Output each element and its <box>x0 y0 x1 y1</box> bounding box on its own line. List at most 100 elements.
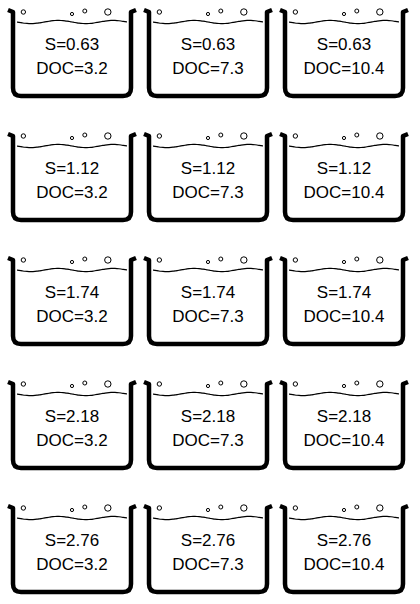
bubble <box>241 257 247 263</box>
tank-wall <box>144 134 272 220</box>
tank-wall <box>8 10 136 96</box>
water-surface <box>289 392 399 395</box>
bubble <box>157 506 161 510</box>
tank-label: S=0.63 <box>144 33 272 57</box>
tank-node: S=1.12DOC=3.2 <box>8 130 136 224</box>
tank-texts: S=1.12DOC=3.2 <box>8 157 136 205</box>
tank-texts: S=1.12DOC=10.4 <box>280 157 408 205</box>
water-surface <box>153 392 263 395</box>
tank-label: DOC=10.4 <box>280 305 408 329</box>
bubble <box>219 257 223 261</box>
bubble <box>83 505 87 509</box>
tank-wall <box>8 134 136 220</box>
tank-label: DOC=3.2 <box>8 553 136 577</box>
bubble <box>206 508 209 511</box>
water-surface <box>17 516 127 519</box>
bubble <box>105 381 111 387</box>
tank-texts: S=0.63DOC=3.2 <box>8 33 136 81</box>
tank-label: DOC=10.4 <box>280 553 408 577</box>
tank-label: DOC=7.3 <box>144 429 272 453</box>
water-surface <box>17 268 127 271</box>
bubble <box>377 257 383 263</box>
bubble <box>206 136 209 139</box>
tank-texts: S=1.74DOC=7.3 <box>144 281 272 329</box>
bubble <box>157 382 161 386</box>
tank-label: DOC=7.3 <box>144 181 272 205</box>
tank-texts: S=1.12DOC=7.3 <box>144 157 272 205</box>
tank-wall <box>8 258 136 344</box>
tank-node: S=2.76DOC=7.3 <box>144 502 272 596</box>
bubble <box>21 258 25 262</box>
bubble <box>355 505 359 509</box>
bubble <box>83 9 87 13</box>
bubble <box>377 9 383 15</box>
bubble <box>21 506 25 510</box>
bubble <box>70 508 73 511</box>
bubble <box>355 9 359 13</box>
bubble <box>293 506 297 510</box>
bubble <box>206 384 209 387</box>
tank-texts: S=1.74DOC=10.4 <box>280 281 408 329</box>
bubble <box>355 133 359 137</box>
tank-wall <box>144 258 272 344</box>
water-surface <box>153 20 263 23</box>
tank-wall <box>280 506 408 592</box>
tank-label: S=1.74 <box>280 281 408 305</box>
bubble <box>70 12 73 15</box>
tank-node: S=1.74DOC=7.3 <box>144 254 272 348</box>
tank-wall <box>280 382 408 468</box>
tank-label: S=0.63 <box>280 33 408 57</box>
bubble <box>342 260 345 263</box>
tank-texts: S=1.74DOC=3.2 <box>8 281 136 329</box>
tank-label: S=2.18 <box>144 405 272 429</box>
bubble <box>293 134 297 138</box>
bubble <box>157 258 161 262</box>
tank-node: S=2.76DOC=10.4 <box>280 502 408 596</box>
water-surface <box>289 516 399 519</box>
tank-texts: S=0.63DOC=7.3 <box>144 33 272 81</box>
tank-label: DOC=7.3 <box>144 553 272 577</box>
bubble <box>206 12 209 15</box>
tank-node: S=1.74DOC=3.2 <box>8 254 136 348</box>
tank-wall <box>8 382 136 468</box>
bubble <box>355 257 359 261</box>
bubble <box>21 134 25 138</box>
tank-node: S=1.12DOC=10.4 <box>280 130 408 224</box>
tank-label: S=2.18 <box>8 405 136 429</box>
tank-texts: S=2.76DOC=10.4 <box>280 529 408 577</box>
water-surface <box>17 392 127 395</box>
tank-label: S=1.74 <box>144 281 272 305</box>
bubble <box>219 505 223 509</box>
bubble <box>206 260 209 263</box>
bubble <box>70 384 73 387</box>
tank-label: S=1.12 <box>144 157 272 181</box>
tank-node: S=2.76DOC=3.2 <box>8 502 136 596</box>
tank-node: S=2.18DOC=3.2 <box>8 378 136 472</box>
tank-label: S=2.76 <box>280 529 408 553</box>
tank-texts: S=2.18DOC=10.4 <box>280 405 408 453</box>
bubble <box>70 260 73 263</box>
tank-wall <box>144 506 272 592</box>
water-surface <box>17 144 127 147</box>
bubble <box>105 505 111 511</box>
bubble <box>241 381 247 387</box>
tank-label: S=0.63 <box>8 33 136 57</box>
bubble <box>157 134 161 138</box>
water-surface <box>153 268 263 271</box>
bubble <box>21 382 25 386</box>
bubble <box>377 505 383 511</box>
water-surface <box>153 516 263 519</box>
tank-label: S=2.18 <box>280 405 408 429</box>
bubble <box>219 381 223 385</box>
tank-wall <box>144 382 272 468</box>
tank-label: S=2.76 <box>8 529 136 553</box>
tank-label: DOC=3.2 <box>8 305 136 329</box>
water-surface <box>289 20 399 23</box>
bubble <box>70 136 73 139</box>
tank-node: S=1.74DOC=10.4 <box>280 254 408 348</box>
tank-texts: S=2.76DOC=7.3 <box>144 529 272 577</box>
tank-wall <box>280 134 408 220</box>
bubble <box>241 133 247 139</box>
water-surface <box>17 20 127 23</box>
